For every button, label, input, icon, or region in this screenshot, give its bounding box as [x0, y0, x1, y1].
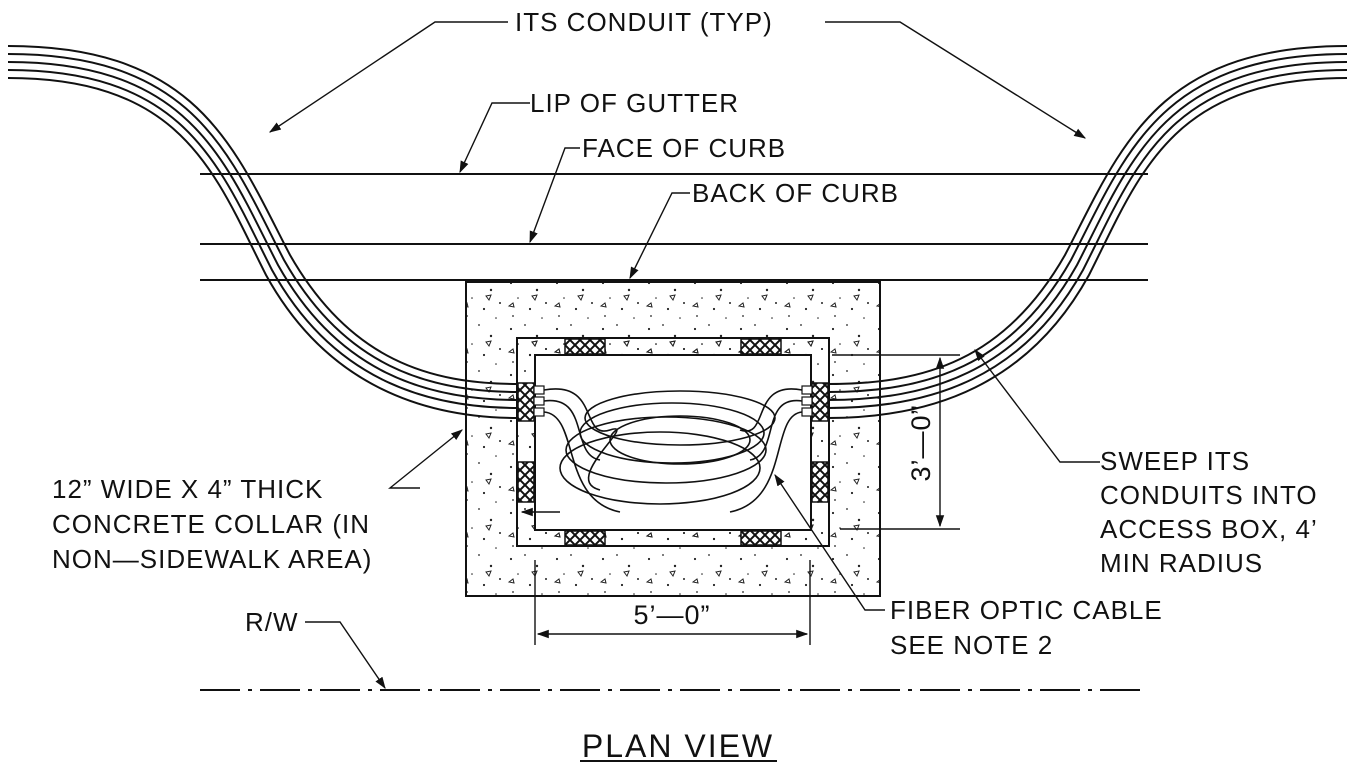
collar-label-line3: NON—SIDEWALK AREA): [52, 544, 372, 574]
sweep-label-line3: ACCESS BOX, 4’: [1100, 514, 1318, 544]
width-dimension: [534, 560, 811, 645]
leader-lines: [269, 21, 1100, 689]
access-box: [516, 337, 830, 547]
sweep-label-line4: MIN RADIUS: [1100, 548, 1263, 578]
rw-label: R/W: [245, 607, 299, 637]
lip-of-gutter-label: LIP OF GUTTER: [530, 88, 739, 118]
fiber-label-line2: SEE NOTE 2: [890, 630, 1053, 660]
fiber-label-line1: FIBER OPTIC CABLE: [890, 595, 1163, 625]
sweep-label-line1: SWEEP ITS: [1100, 446, 1250, 476]
height-dimension: [832, 354, 960, 530]
fiber-optic-cable-coils: [543, 388, 803, 513]
back-of-curb-label: BACK OF CURB: [692, 178, 899, 208]
right-conduit-bundle: [827, 45, 1348, 419]
left-conduit-bundle: [7, 45, 519, 419]
sweep-label-line2: CONDUITS INTO: [1100, 480, 1318, 510]
its-conduit-label: ITS CONDUIT (TYP): [515, 7, 773, 37]
width-dimension-label: 5’—0”: [633, 600, 710, 630]
collar-label-line1: 12” WIDE X 4” THICK: [52, 474, 323, 504]
view-title: PLAN VIEW: [582, 728, 774, 764]
height-dimension-label: 3’—0”: [906, 404, 936, 481]
face-of-curb-label: FACE OF CURB: [582, 133, 786, 163]
collar-label-line2: CONCRETE COLLAR (IN: [52, 509, 370, 539]
